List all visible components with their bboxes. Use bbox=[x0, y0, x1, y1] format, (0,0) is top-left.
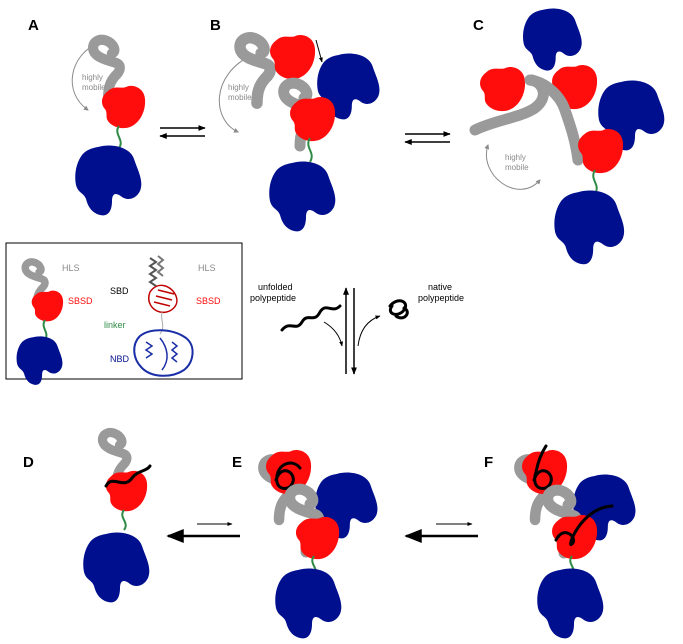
unfolded-label-line1: unfolded bbox=[258, 282, 293, 292]
legend-box: HLS SBSD SBD linker NBD HLS SBSD bbox=[5, 242, 243, 385]
mobile-label-line2: mobile bbox=[82, 83, 106, 92]
panel-label-d: D bbox=[23, 454, 34, 471]
native-label-line2: polypeptide bbox=[418, 293, 464, 303]
equilibrium-arrows-ab bbox=[159, 125, 206, 139]
sbsd-domain bbox=[270, 35, 316, 80]
nbd-domain bbox=[269, 161, 336, 232]
bound-polypeptide bbox=[104, 464, 152, 488]
bound-polypeptide bbox=[274, 461, 302, 490]
polypeptide-exchange: unfolded polypeptide native polypeptide bbox=[250, 282, 464, 375]
linker-structure bbox=[159, 311, 164, 335]
panel-d: D bbox=[23, 433, 152, 603]
panel-label-a: A bbox=[28, 17, 39, 34]
sbsd-domain bbox=[480, 67, 526, 112]
native-polypeptide bbox=[388, 299, 409, 320]
mobile-label-line2: mobile bbox=[228, 93, 252, 102]
panel-a: A highly mobile bbox=[28, 17, 146, 216]
nbd-domain bbox=[554, 190, 625, 265]
panel-label-b: B bbox=[210, 17, 221, 34]
mobile-label-line1: highly bbox=[228, 83, 249, 92]
panel-label-c: C bbox=[473, 17, 484, 34]
equilibrium-arrows-bc bbox=[404, 131, 451, 145]
mobility-arrow bbox=[218, 54, 253, 133]
panel-label-f: F bbox=[484, 454, 493, 471]
mobile-label-line2: mobile bbox=[505, 163, 529, 172]
mobile-label-line1: highly bbox=[505, 153, 526, 162]
legend-sbd: SBD bbox=[110, 286, 129, 296]
panel-f: F bbox=[484, 444, 636, 639]
hls-lid bbox=[524, 74, 584, 166]
binding-curve-arrow bbox=[323, 321, 344, 347]
mobility-arrow bbox=[484, 144, 541, 190]
mobile-label-line1: highly bbox=[82, 73, 103, 82]
panel-label-e: E bbox=[232, 454, 242, 471]
bound-polypeptide bbox=[554, 504, 614, 546]
equilibrium-arrows-de bbox=[166, 522, 240, 543]
equilibrium-arrows-ef bbox=[404, 522, 478, 543]
panel-b: B highly mobile bbox=[210, 17, 380, 232]
pointer-arrow bbox=[315, 39, 323, 63]
unfolded-polypeptide bbox=[280, 304, 342, 332]
hls-structure bbox=[148, 255, 165, 287]
legend-hls-right: HLS bbox=[198, 263, 216, 273]
linker bbox=[307, 137, 313, 163]
legend-sbsd-left: SBSD bbox=[68, 296, 93, 306]
bound-polypeptide bbox=[532, 444, 553, 490]
sbsd-domain bbox=[105, 470, 148, 512]
sbsd-domain bbox=[101, 85, 146, 129]
legend-nbd: NBD bbox=[110, 354, 130, 364]
nbd-domain bbox=[523, 8, 582, 71]
unfolded-label-line2: polypeptide bbox=[250, 293, 296, 303]
nbd-domain bbox=[537, 568, 604, 639]
sbsd-structure bbox=[148, 284, 178, 314]
nbd-domain bbox=[275, 568, 342, 639]
nbd-domain bbox=[75, 145, 142, 216]
legend-linker: linker bbox=[104, 320, 126, 330]
nbd-domain bbox=[83, 532, 150, 603]
legend-sbsd-right: SBSD bbox=[196, 296, 221, 306]
linker bbox=[121, 509, 127, 531]
legend-hls-left: HLS bbox=[62, 263, 80, 273]
panel-e: E bbox=[232, 450, 378, 639]
linker bbox=[592, 169, 598, 195]
sbsd-domain bbox=[578, 129, 624, 174]
panel-c: C highly mobile bbox=[469, 8, 665, 265]
linker bbox=[116, 125, 122, 149]
nbd-structure bbox=[133, 329, 194, 377]
folding-curve-arrow bbox=[357, 315, 381, 347]
native-label-line1: native bbox=[428, 282, 452, 292]
